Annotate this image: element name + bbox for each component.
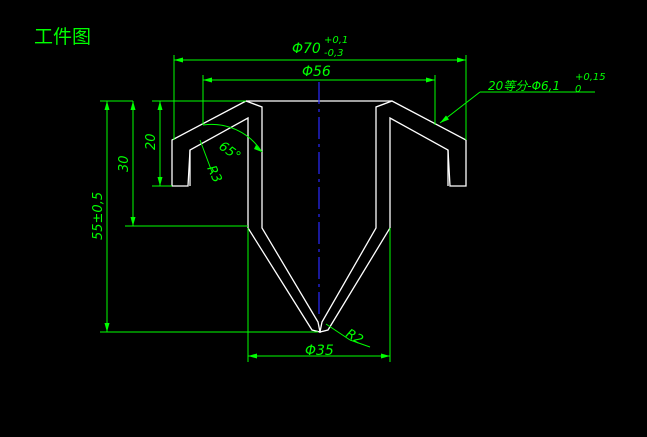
outer-diameter-lower-tol: -0,3: [324, 48, 344, 59]
holes-label: 20等分-Φ6,1: [488, 79, 560, 93]
radius-r3-label: R3: [203, 163, 224, 185]
angle-label: 65°: [216, 139, 243, 165]
dimension-labels: Φ70 +0,1 -0,3 Φ56 20等分-Φ6,1 +0,15 0 20 3…: [91, 35, 606, 359]
inner-diameter-label: Φ56: [302, 64, 331, 80]
radius-r2-label: R2: [343, 326, 365, 348]
outer-diameter-label: Φ70: [292, 41, 321, 57]
holes-lower-tol: 0: [575, 84, 581, 95]
height-20-label: 20: [144, 133, 159, 150]
height-30-label: 30: [117, 155, 132, 172]
holes-upper-tol: +0,15: [575, 72, 606, 83]
drawing-title: 工件图: [34, 26, 91, 48]
bottom-diameter-label: Φ35: [305, 343, 334, 359]
height-total-label: 55±0,5: [91, 192, 106, 240]
right-wall-section: [319, 100, 467, 333]
dimension-lines: [100, 55, 595, 362]
outer-diameter-upper-tol: +0,1: [324, 35, 348, 46]
